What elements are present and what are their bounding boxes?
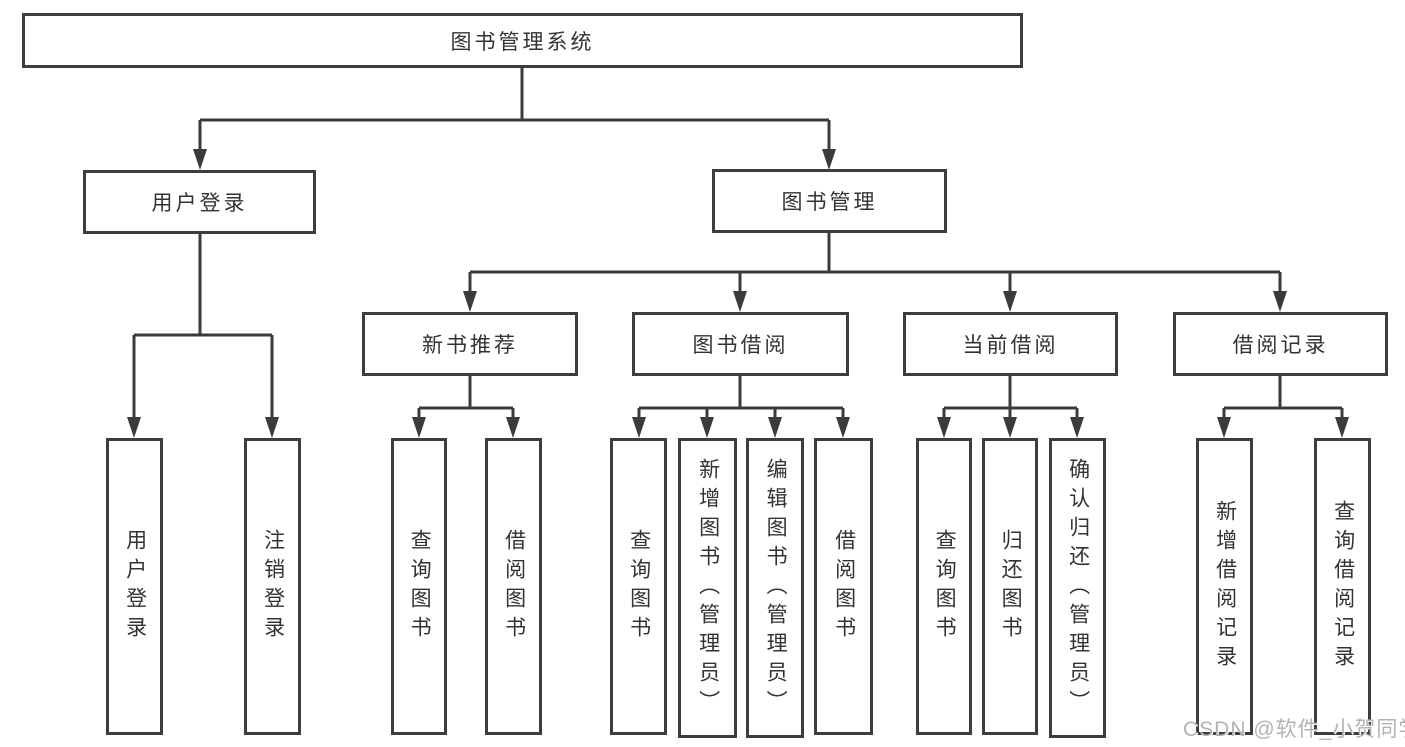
node-return-books: 归还图书 [982,438,1038,735]
connector-records-to-leaves [1222,376,1344,421]
node-confirm-return-admin: 确认归还（管理员） [1049,438,1106,738]
node-book-management-label: 图书管理 [781,191,878,214]
arrowheads [127,149,1349,438]
node-query-books-current-label: 查询图书 [933,528,957,645]
node-add-borrow-record-label: 新增借阅记录 [1213,499,1237,674]
connector-userlogin-to-leaves [132,234,274,421]
node-add-books-admin-label: 新增图书（管理员） [696,457,720,719]
node-return-books-label: 归还图书 [999,528,1023,645]
node-borrow-books: 借阅图书 [814,438,873,735]
node-edit-books-admin-label: 编辑图书（管理员） [764,457,788,719]
csdn-watermark: CSDN @软件_小贺同学 [1183,718,1405,741]
node-current-borrow: 当前借阅 [903,312,1118,376]
node-root-label: 图书管理系统 [450,30,595,54]
node-root-library-system: 图书管理系统 [22,13,1023,68]
connector-borrow-to-leaves [637,376,845,421]
node-user-login-leaf: 用户登录 [106,438,163,735]
connector-bookmgmt-to-level3 [468,233,1282,295]
node-query-borrow-record-label: 查询借阅记录 [1331,499,1355,674]
node-borrow-records-label: 借阅记录 [1232,334,1329,357]
node-user-login: 用户登录 [83,170,316,234]
connector-root-to-level2 [198,68,831,153]
node-query-books-recommend-label: 查询图书 [408,528,432,645]
node-edit-books-admin: 编辑图书（管理员） [746,438,804,738]
node-book-management: 图书管理 [712,169,947,233]
node-query-borrow-record: 查询借阅记录 [1314,438,1371,735]
node-user-login-label: 用户登录 [151,192,248,215]
node-borrow-books-label: 借阅图书 [832,528,856,645]
node-borrow-books-recommend-label: 借阅图书 [502,528,526,645]
node-current-borrow-label: 当前借阅 [962,334,1059,357]
node-confirm-return-admin-label: 确认归还（管理员） [1066,457,1090,719]
node-user-login-leaf-label: 用户登录 [123,528,147,645]
connector-current-to-leaves [942,376,1079,421]
node-add-books-admin: 新增图书（管理员） [678,438,737,738]
node-book-borrow-label: 图书借阅 [692,334,789,357]
node-book-borrow: 图书借阅 [632,312,849,376]
node-query-books-current: 查询图书 [916,438,972,735]
node-new-book-recommend-label: 新书推荐 [422,334,518,357]
connector-recommend-to-leaves [417,376,515,421]
node-logout: 注销登录 [244,438,301,735]
node-borrow-records: 借阅记录 [1173,312,1388,376]
node-query-books-borrow-label: 查询图书 [627,528,651,645]
node-query-books-borrow: 查询图书 [610,438,667,735]
node-query-books-recommend: 查询图书 [391,438,447,735]
node-logout-label: 注销登录 [261,528,285,645]
node-add-borrow-record: 新增借阅记录 [1196,438,1253,735]
node-new-book-recommend: 新书推荐 [362,312,578,376]
node-borrow-books-recommend: 借阅图书 [485,438,542,735]
